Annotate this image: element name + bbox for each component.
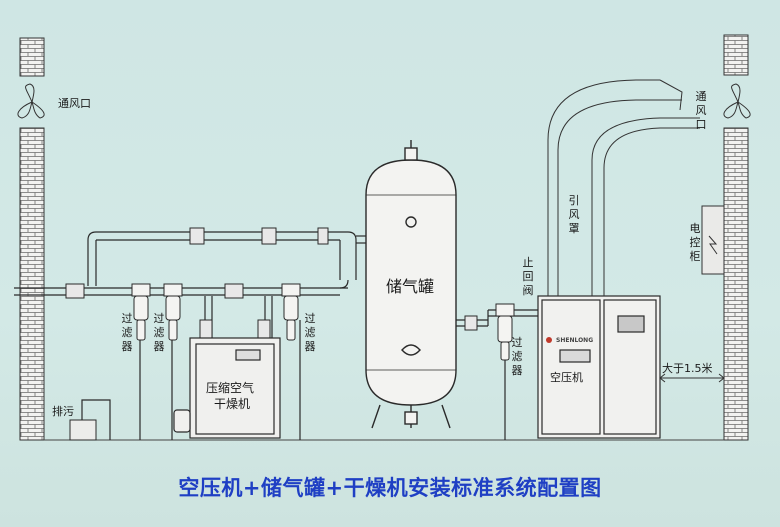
- filter-1-label: 过滤器: [121, 312, 133, 353]
- distance-marker: [659, 373, 725, 383]
- check-valve-label: 止回阀: [522, 256, 534, 297]
- left-fan-icon: [17, 83, 45, 119]
- vent-left-label: 通风口: [58, 97, 91, 110]
- right-fan-icon: [723, 83, 751, 119]
- compressor-label: 空压机: [550, 371, 583, 384]
- right-wall: [723, 34, 749, 441]
- control-cabinet-label: 电控柜: [689, 222, 701, 263]
- filter-2-label: 过滤器: [153, 312, 165, 353]
- tank-label: 储气罐: [386, 277, 435, 296]
- diagram-caption: 空压机+储气罐+干燥机安装标准系统配置图: [178, 476, 602, 500]
- distance-label: 大于1.5米: [662, 362, 713, 375]
- dryer-label-line1: 压缩空气: [206, 381, 255, 395]
- air-dryer: [173, 337, 281, 439]
- air-tank: [365, 140, 457, 429]
- dryer-label-line2: 干燥机: [214, 397, 251, 411]
- induced-hood: [547, 79, 700, 296]
- induced-hood-label: 引风罩: [568, 194, 580, 235]
- left-wall: [19, 37, 45, 441]
- valves: [65, 227, 478, 339]
- brand-logo-text: SHENLONG: [556, 337, 594, 344]
- filter-3-label: 过滤器: [304, 312, 316, 353]
- vent-right-label: 通风口: [695, 90, 707, 131]
- air-compressor: [537, 295, 661, 439]
- drain-label: 排污: [52, 405, 74, 418]
- drain-box: [69, 419, 97, 441]
- filter-4-label: 过滤器: [511, 336, 523, 377]
- control-cabinet: [701, 205, 725, 275]
- filter-group-left: [131, 283, 301, 341]
- filter-right: [495, 303, 515, 361]
